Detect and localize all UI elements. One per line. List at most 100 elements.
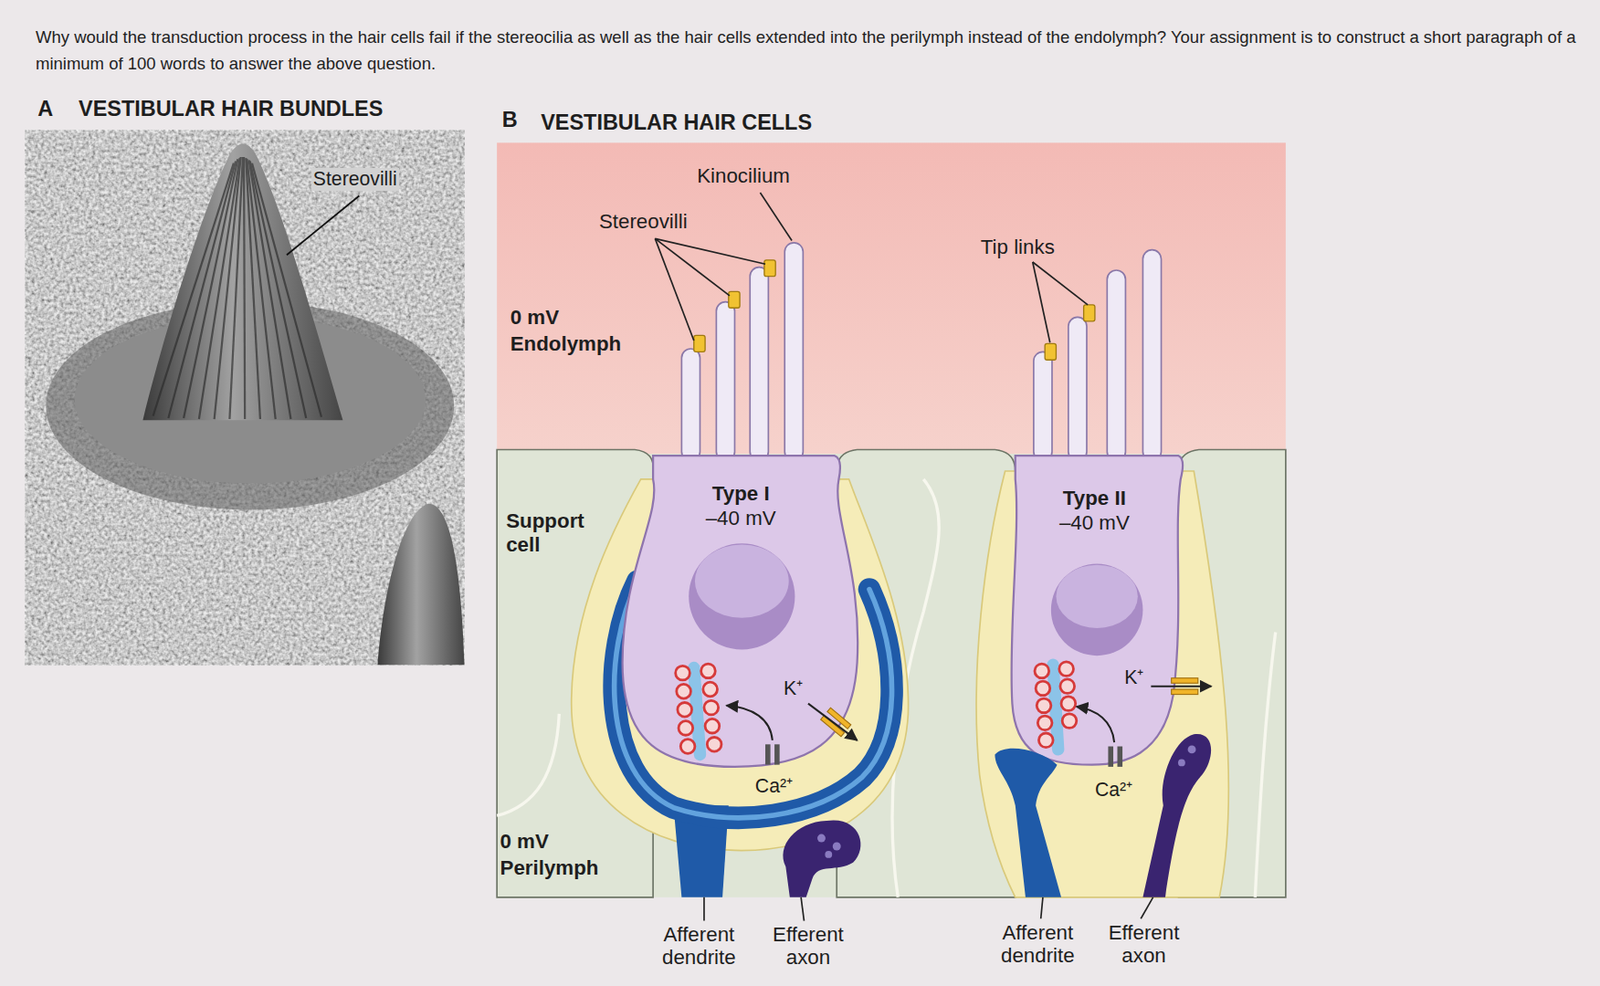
part-label: Tip links bbox=[980, 235, 1055, 260]
type-two-cell bbox=[1116, 747, 1123, 768]
type-two-cell bbox=[976, 455, 1229, 898]
type-one-cell bbox=[726, 705, 773, 741]
part-label: Efferent axon bbox=[1087, 921, 1200, 969]
hair-cell: Type II–40 mV bbox=[1010, 463, 1179, 763]
leader-line bbox=[654, 192, 1153, 921]
panel-title: VESTIBULAR HAIR CELLS bbox=[540, 110, 812, 136]
part-label: Support cell bbox=[505, 509, 609, 557]
type-two-cell bbox=[1034, 663, 1050, 679]
type-two-cell bbox=[1060, 679, 1075, 695]
type-two-cell bbox=[1178, 758, 1186, 767]
type-one-cell bbox=[703, 682, 718, 697]
potential-label: 0 mV bbox=[500, 830, 549, 854]
stereocilia bbox=[784, 242, 803, 462]
type-two-cell bbox=[1035, 681, 1051, 696]
tip-link bbox=[694, 260, 1095, 360]
membrane-potential: –40 mV bbox=[1010, 511, 1179, 537]
potential-label: 0 mV bbox=[510, 305, 559, 330]
stereocilia bbox=[681, 348, 700, 462]
cell-type: Type I bbox=[624, 482, 858, 507]
leader-line bbox=[703, 897, 706, 922]
stereocilia bbox=[1033, 351, 1053, 462]
stereocilia bbox=[749, 267, 769, 462]
sem-photo bbox=[25, 130, 464, 665]
type-two-cell bbox=[1037, 715, 1053, 731]
hair-cell: Type I–40 mV bbox=[624, 463, 858, 765]
sem-photo bbox=[286, 195, 359, 255]
type-two-cell bbox=[1036, 698, 1052, 714]
stereocilia bbox=[1106, 270, 1126, 462]
type-one-cell bbox=[675, 665, 691, 681]
type-two-cell bbox=[1051, 564, 1144, 657]
type-two-cell bbox=[1059, 662, 1074, 677]
leader-line bbox=[800, 897, 804, 922]
type-two-cell bbox=[994, 748, 1062, 898]
support-outline bbox=[496, 714, 559, 817]
leader-line bbox=[759, 192, 792, 241]
cell-type: Type II bbox=[1010, 486, 1179, 512]
type-one-cell bbox=[694, 668, 701, 756]
type-one-cell bbox=[705, 718, 720, 734]
support-cells bbox=[496, 450, 1286, 898]
leader-line bbox=[1041, 897, 1043, 919]
sem-photo bbox=[250, 160, 306, 418]
type-one-cell bbox=[817, 834, 826, 843]
sem-photo bbox=[25, 130, 464, 665]
ion-label: K⁺ bbox=[1124, 666, 1144, 689]
sem-photo bbox=[153, 157, 322, 420]
sem-photo bbox=[229, 157, 243, 420]
part-label: Stereovilli bbox=[599, 210, 688, 234]
type-two-cell bbox=[1034, 662, 1077, 748]
ion-label: Ca²⁺ bbox=[755, 775, 793, 798]
question-text: Why would the transduction process in th… bbox=[35, 24, 1590, 77]
type-one-cell bbox=[706, 736, 722, 752]
panel-title: VESTIBULAR HAIR BUNDLES bbox=[78, 96, 383, 122]
part-label: Stereovilli bbox=[311, 168, 400, 190]
leader-line bbox=[1032, 262, 1088, 306]
fluid-label: Perilymph bbox=[500, 856, 600, 881]
type-one-cell bbox=[678, 721, 694, 737]
sem-photo bbox=[168, 160, 236, 418]
sem-photo bbox=[249, 159, 292, 420]
sem-photo bbox=[25, 130, 464, 665]
type-one-cell bbox=[765, 744, 771, 765]
hair-cell-diagram bbox=[496, 142, 1286, 921]
type-two-cell bbox=[1188, 745, 1197, 754]
tip-link bbox=[694, 335, 706, 352]
stereocilia bbox=[1068, 316, 1087, 461]
type-one-cell bbox=[694, 544, 790, 618]
sem-photo bbox=[377, 504, 464, 665]
part-label: Kinocilium bbox=[696, 164, 790, 189]
type-two-cell bbox=[1150, 685, 1211, 688]
type-one-cell bbox=[821, 715, 845, 737]
leader-line bbox=[1140, 897, 1153, 919]
type-one-cell bbox=[774, 744, 780, 765]
support-outline bbox=[1254, 631, 1275, 897]
fluid-label: Endolymph bbox=[510, 332, 622, 357]
sem-photo bbox=[243, 157, 245, 420]
type-one-cell bbox=[824, 851, 832, 859]
type-one-cell bbox=[675, 663, 722, 754]
hair-cell-diagram bbox=[496, 142, 1286, 459]
type-one-cell bbox=[622, 455, 859, 768]
ion-label: Ca²⁺ bbox=[1094, 778, 1133, 801]
type-two-cell bbox=[1038, 733, 1053, 748]
part-label: Efferent axon bbox=[751, 923, 864, 970]
tip-link bbox=[728, 291, 740, 308]
type-one-cell bbox=[701, 663, 716, 679]
stereocilia bbox=[715, 302, 735, 462]
stereocilia bbox=[681, 242, 1161, 462]
type-two-cell bbox=[1171, 678, 1199, 685]
stereocilia bbox=[1142, 250, 1161, 462]
leader-line bbox=[654, 238, 766, 264]
tip-link bbox=[764, 260, 776, 277]
type-two-cell bbox=[1062, 714, 1077, 729]
type-one-cell bbox=[676, 684, 692, 699]
type-one-cell bbox=[688, 543, 795, 650]
fluid-band: 0 mVEndolymph bbox=[496, 142, 1286, 454]
type-two-cell bbox=[1171, 689, 1199, 695]
part-label: Afferent dendrite bbox=[981, 921, 1095, 969]
sem-photo bbox=[199, 157, 241, 420]
